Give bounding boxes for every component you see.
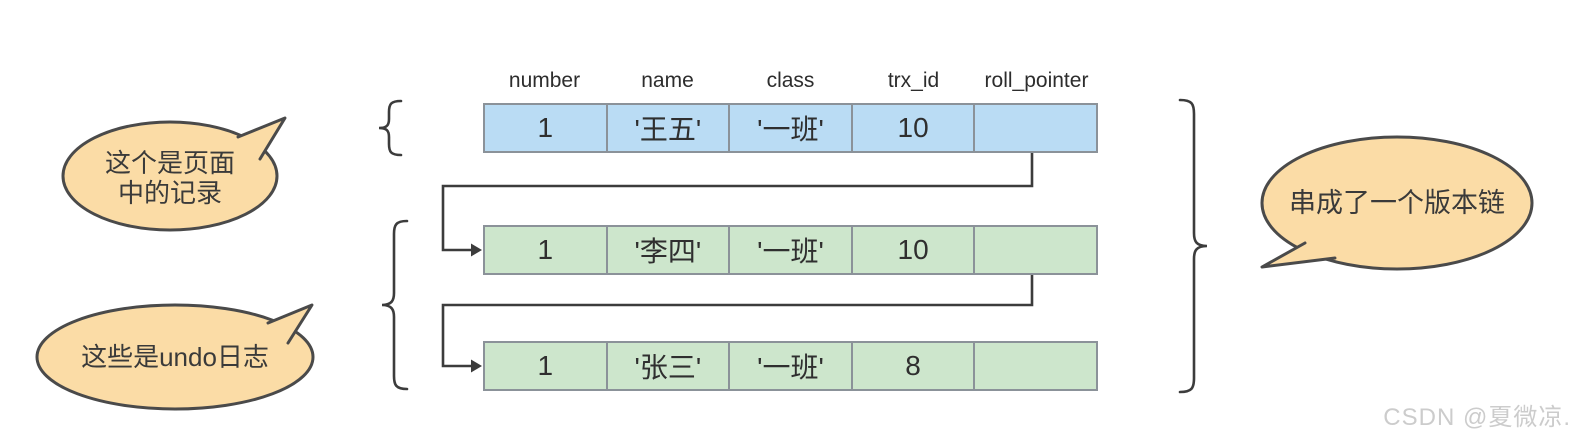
bubble-line: 这个是页面: [104, 148, 235, 178]
cell-trx-id: 8: [853, 343, 976, 389]
record-row-page: 1 '王五' '一班' 10: [483, 103, 1098, 153]
roll-pointer-link-1: [441, 130, 1034, 252]
cell-name: '张三': [608, 343, 731, 389]
column-header-trx-id: trx_id: [887, 69, 940, 92]
column-header-roll-pointer: roll_pointer: [984, 69, 1089, 92]
cell-number: 1: [485, 227, 608, 273]
cell-trx-id: 10: [853, 105, 976, 151]
speech-bubble-undo-logs: [35, 303, 315, 411]
cell-roll-pointer: [975, 105, 1096, 151]
speech-bubble-tail: [266, 303, 314, 345]
cell-roll-pointer: [975, 227, 1096, 273]
brace-page-record: [378, 99, 403, 157]
bubble-line: 中的记录: [117, 178, 222, 208]
undo-log-row-1: 1 '李四' '一班' 10: [483, 225, 1098, 275]
brace-undo-logs: [381, 219, 409, 391]
speech-bubble-tail: [1260, 241, 1337, 269]
column-header-class: class: [766, 69, 815, 92]
cell-roll-pointer: [975, 343, 1096, 389]
bubble-text-undo-logs: 这些是undo日志: [81, 342, 269, 372]
arrow-head-icon: [471, 243, 482, 257]
cell-number: 1: [485, 105, 608, 151]
column-headers: number name class trx_id roll_pointer: [483, 69, 1098, 93]
cell-class: '一班': [730, 343, 853, 389]
cell-name: '王五': [608, 105, 731, 151]
cell-number: 1: [485, 343, 608, 389]
arrow-head-icon: [471, 359, 482, 373]
brace-version-chain: [1178, 98, 1208, 394]
column-header-number: number: [508, 69, 581, 92]
column-header-name: name: [641, 69, 694, 92]
bubble-text-page-record: 这个是页面 中的记录: [63, 148, 277, 208]
roll-pointer-link-2: [441, 250, 1034, 368]
cell-class: '一班': [730, 105, 853, 151]
cell-name: '李四': [608, 227, 731, 273]
undo-log-row-2: 1 '张三' '一班' 8: [483, 341, 1098, 391]
bubble-text-version-chain: 串成了一个版本链: [1289, 188, 1505, 218]
cell-class: '一班': [730, 227, 853, 273]
speech-bubble-tail: [236, 116, 287, 161]
cell-trx-id: 10: [853, 227, 976, 273]
speech-bubble-page-record: [61, 120, 279, 232]
speech-bubble-version-chain: [1260, 135, 1534, 271]
watermark: CSDN @夏微凉.: [1383, 404, 1571, 431]
